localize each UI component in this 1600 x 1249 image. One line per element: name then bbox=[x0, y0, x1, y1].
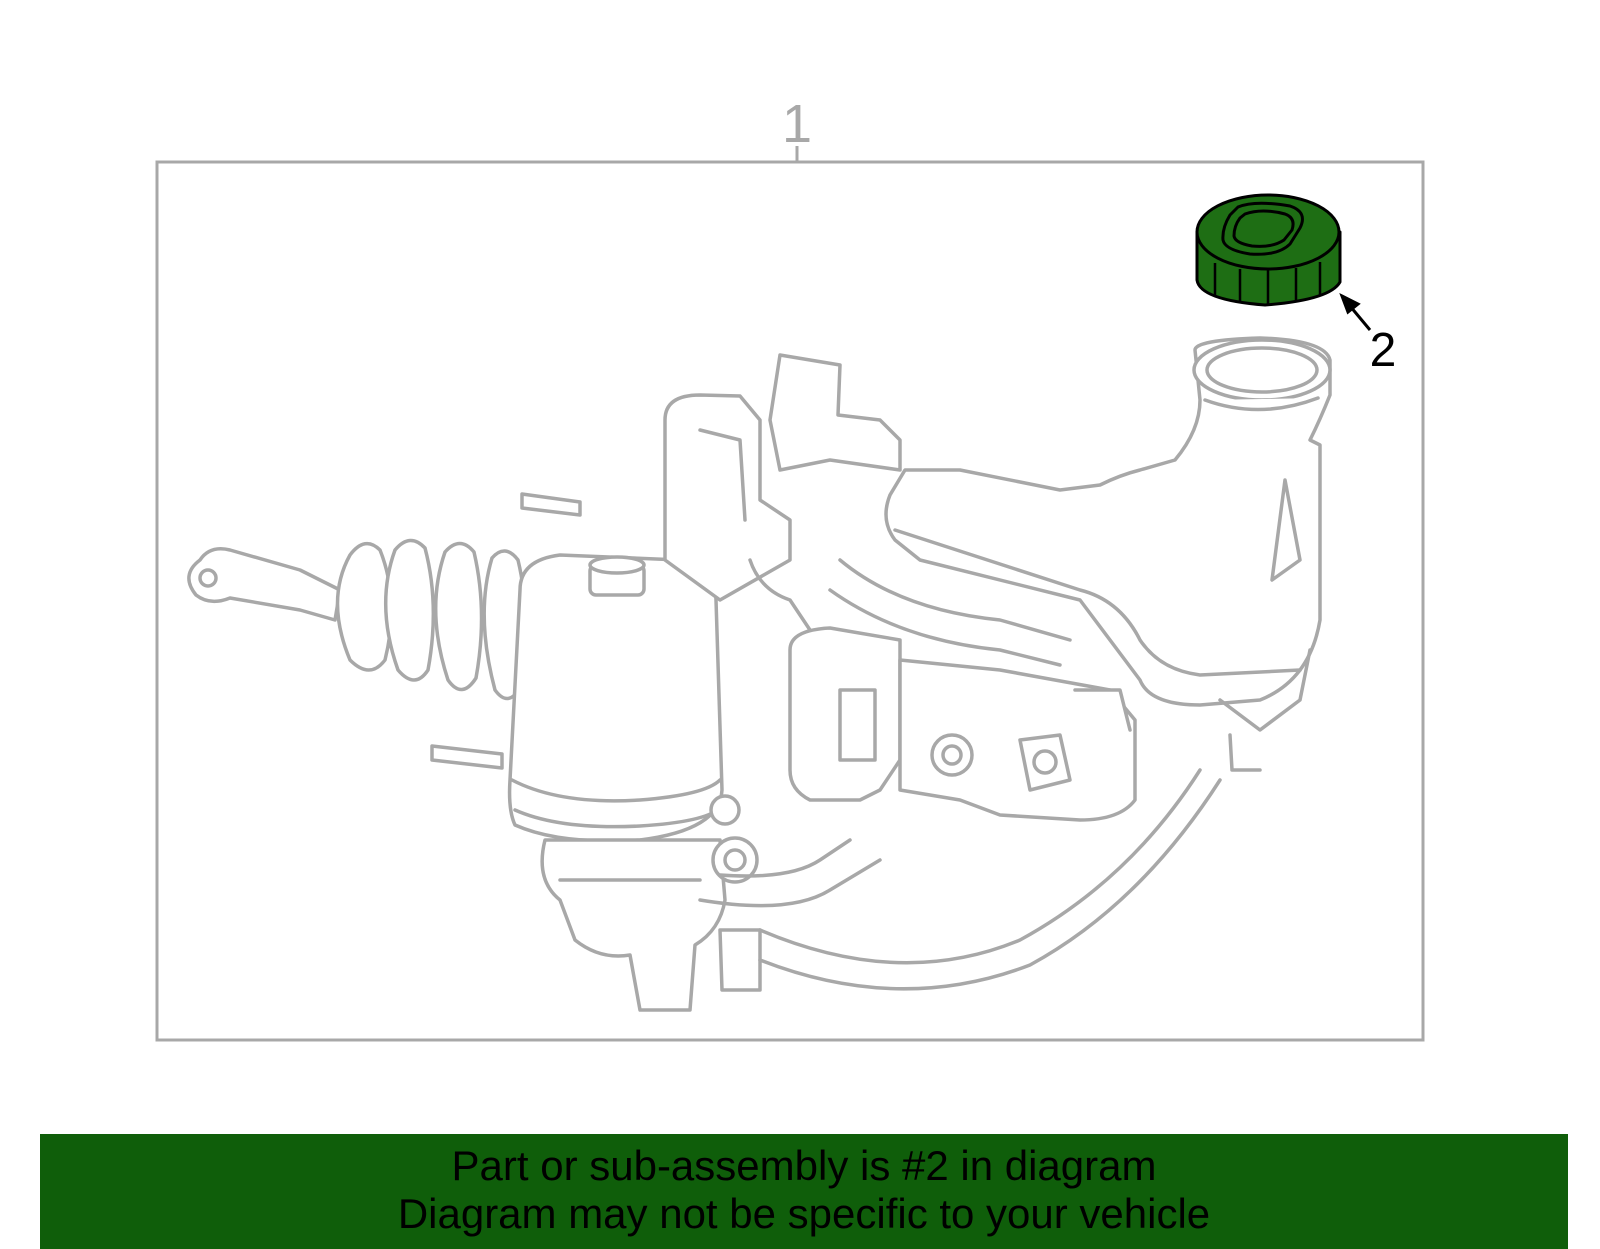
callout-2-label: 2 bbox=[1370, 324, 1397, 377]
info-banner: Part or sub-assembly is #2 in diagram Di… bbox=[40, 1134, 1568, 1249]
assembly-illustration bbox=[187, 336, 1332, 1012]
callout-2-leader bbox=[1339, 292, 1372, 331]
assembly-frame bbox=[155, 160, 1425, 1042]
reservoir-cap-icon[interactable] bbox=[1195, 193, 1342, 307]
banner-line-2: Diagram may not be specific to your vehi… bbox=[397, 1190, 1211, 1237]
callout-1-label: 1 bbox=[782, 94, 812, 154]
banner-line-1: Part or sub-assembly is #2 in diagram bbox=[451, 1142, 1157, 1189]
